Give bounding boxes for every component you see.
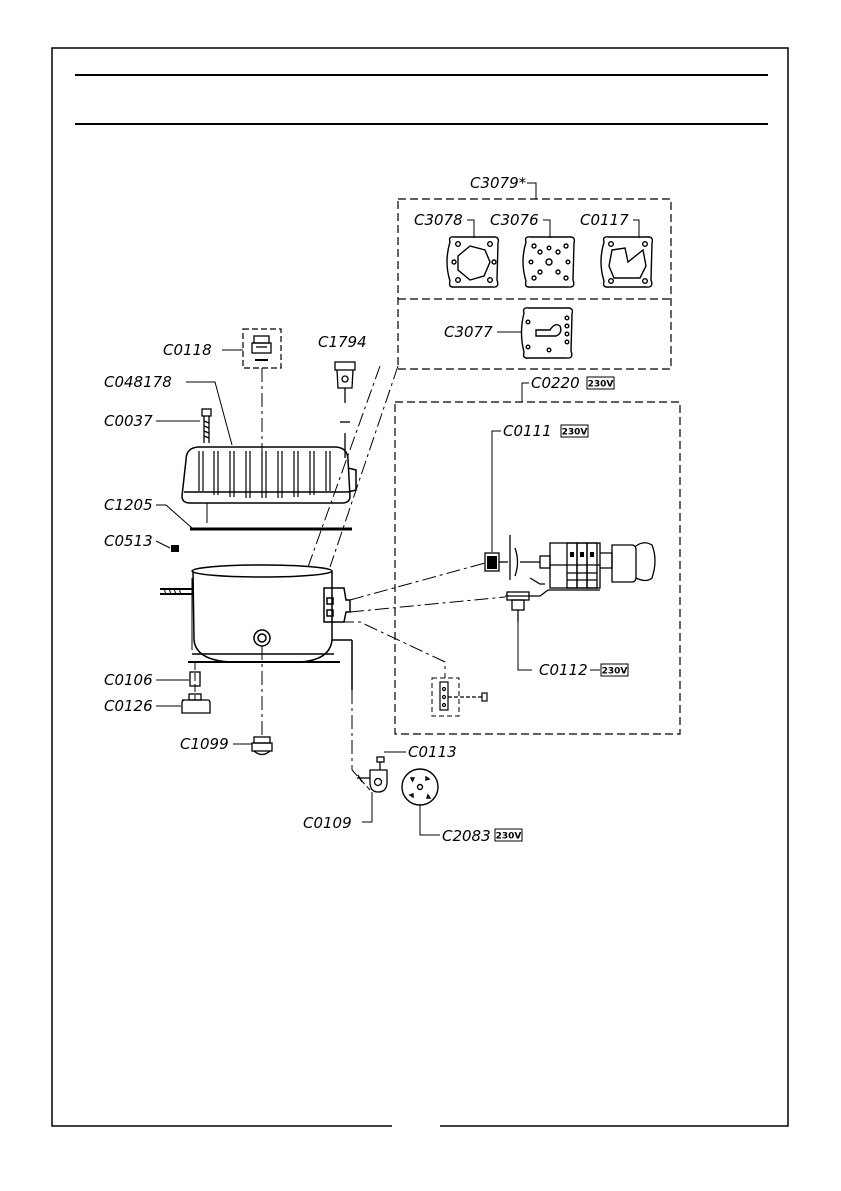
- leader-c0513: [156, 541, 170, 548]
- label-c3076: C3076: [490, 211, 539, 229]
- label-c2083: C2083: [442, 827, 491, 845]
- c0111-body: [487, 556, 497, 569]
- wire-line-1: [350, 563, 485, 600]
- leader-c0112: [518, 622, 532, 670]
- switch-assembly: [485, 535, 655, 596]
- leader-c3079: [527, 183, 536, 199]
- pin-c0513: [171, 545, 179, 552]
- plate-c2083: [402, 769, 438, 805]
- leader-c1205: [156, 505, 192, 528]
- page-border: [52, 48, 788, 1126]
- label-c0220: C0220: [531, 374, 580, 392]
- gasket-c3078: [447, 237, 498, 287]
- electrical-box-group: C0220 230V C0111 230V: [395, 374, 680, 734]
- badge-c0111-text: 230V: [562, 428, 588, 438]
- crankcase: [160, 565, 352, 690]
- leader-c0109: [362, 792, 372, 822]
- valve-plate-c3076: [523, 237, 574, 287]
- label-c3077: C3077: [444, 323, 493, 341]
- leader-c3078: [467, 220, 474, 238]
- bracket-c0109: [357, 770, 387, 792]
- filter-c0126: [182, 694, 210, 713]
- leader-c0111: [492, 431, 501, 552]
- label-c0109: C0109: [303, 814, 352, 832]
- label-c0513: C0513: [104, 532, 153, 550]
- label-c0126: C0126: [104, 697, 153, 715]
- cover-c048178: [182, 447, 356, 503]
- label-c0117: C0117: [580, 211, 629, 229]
- terminal-block: [440, 682, 487, 710]
- c0118-box: [243, 329, 281, 368]
- switch-terminal-2: [580, 552, 584, 557]
- label-c0106: C0106: [104, 671, 153, 689]
- screw-c0113: [377, 757, 384, 770]
- leader-c2083: [420, 805, 440, 835]
- label-c0113: C0113: [408, 743, 457, 761]
- wire-line-2: [350, 597, 505, 612]
- label-c1794: C1794: [318, 333, 367, 351]
- reed-valve-c3077: [522, 308, 573, 358]
- electrical-box: [395, 402, 680, 734]
- label-c3079: C3079*: [470, 174, 527, 192]
- gasket-c0117: [601, 237, 652, 287]
- leader-c0117: [633, 220, 639, 238]
- cap-c0118: [252, 336, 271, 360]
- label-c048178: C048178: [104, 373, 172, 391]
- leader-c3076: [543, 220, 550, 238]
- drain-c1099: [252, 737, 272, 755]
- wire-line-3: [340, 622, 445, 678]
- switch-terminal-3: [590, 552, 594, 557]
- kit-connector-1: [330, 366, 398, 567]
- footer-mask: [392, 1118, 440, 1132]
- valve-kit-group: C3079* C3078 C3076 C0117: [398, 174, 671, 369]
- badge-c0220-text: 230V: [588, 380, 614, 390]
- leader-c0220: [522, 383, 529, 402]
- switch-terminal-1: [570, 552, 574, 557]
- badge-c0112-text: 230V: [602, 667, 628, 677]
- label-c0037: C0037: [104, 412, 153, 430]
- bolt-c0037: [202, 409, 211, 443]
- label-c3078: C3078: [414, 211, 463, 229]
- label-c1099: C1099: [180, 735, 229, 753]
- label-c0111: C0111: [503, 422, 552, 440]
- badge-c2083-text: 230V: [496, 832, 522, 842]
- label-c1205: C1205: [104, 496, 153, 514]
- kit-connector-2: [308, 366, 380, 567]
- label-c0112: C0112: [539, 661, 588, 679]
- label-c0118: C0118: [163, 341, 212, 359]
